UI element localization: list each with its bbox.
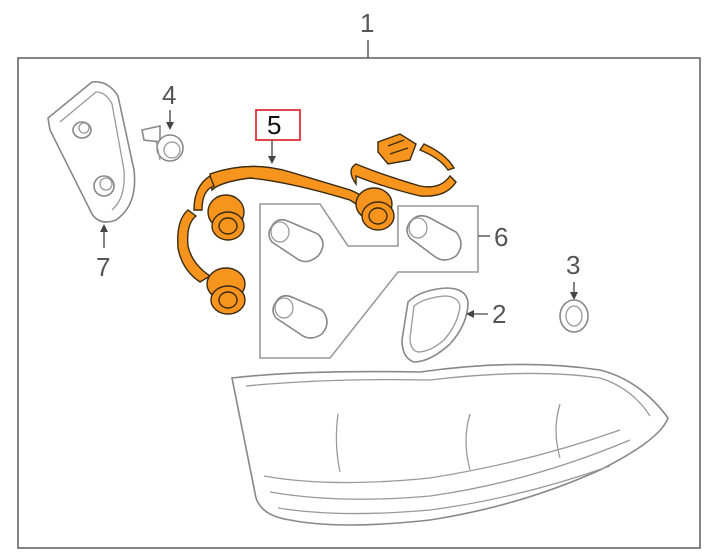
callout-5-arrow	[268, 156, 276, 164]
callout-2-arrow	[466, 310, 474, 318]
callout-5-highlight-box	[255, 109, 301, 141]
socket-3	[355, 187, 395, 231]
callout-1-label: 1	[360, 8, 374, 38]
socket-2	[206, 267, 246, 315]
callout-3-arrow	[570, 292, 578, 300]
o-ring-part-3	[559, 299, 589, 333]
callout-4-label: 4	[162, 80, 176, 110]
bulb-2	[406, 214, 462, 261]
bulb-group-outline	[259, 203, 479, 359]
bracket-part-7	[47, 80, 136, 223]
wiring-harness-part-5	[177, 133, 457, 315]
callout-3-label: 3	[566, 250, 580, 280]
bulb-3	[272, 294, 328, 339]
callout-6-label: 6	[494, 222, 508, 252]
nut-part-4	[141, 125, 184, 162]
callout-7-arrow	[100, 224, 108, 232]
bulb-1	[268, 218, 324, 263]
gasket-part-2	[401, 287, 469, 363]
assembly-frame	[17, 57, 701, 549]
callout-2-label: 2	[492, 299, 506, 329]
callout-7-label: 7	[96, 252, 110, 282]
socket-1	[207, 194, 245, 241]
tail-lamp-housing	[231, 363, 669, 526]
callout-4-arrow	[166, 122, 174, 130]
callout-5-label: 5	[267, 110, 281, 140]
